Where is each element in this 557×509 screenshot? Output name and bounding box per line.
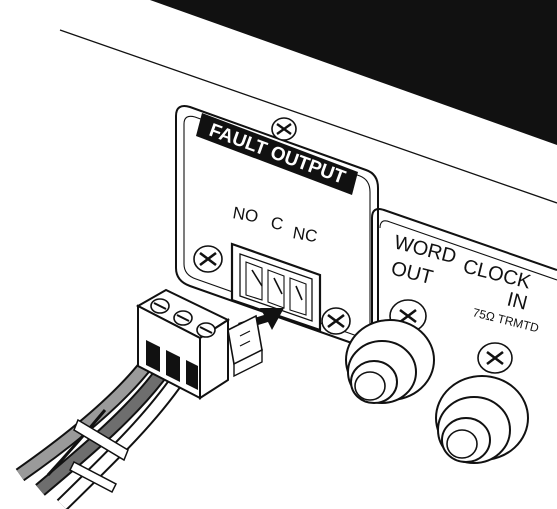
cross-head-screw-icon	[271, 117, 297, 141]
cross-head-screw-icon	[193, 245, 223, 273]
cross-head-screw-icon	[321, 307, 351, 335]
terminal-label-no: NO	[231, 203, 259, 226]
terminal-block-plug-icon	[135, 288, 263, 400]
bnc-connector-icon	[435, 342, 529, 464]
word-clock-label-out: OUT	[389, 258, 435, 290]
terminal-label-nc: NC	[291, 223, 318, 246]
word-clock-label-in: IN	[505, 289, 530, 315]
word-clock-label-clock: CLOCK	[461, 256, 534, 294]
fault-output-socket	[230, 242, 322, 332]
terminal-label-c: C	[269, 213, 284, 234]
cable-bundle-icon	[15, 355, 187, 509]
device-chassis	[59, 0, 557, 204]
bnc-connector-icon	[345, 299, 435, 404]
